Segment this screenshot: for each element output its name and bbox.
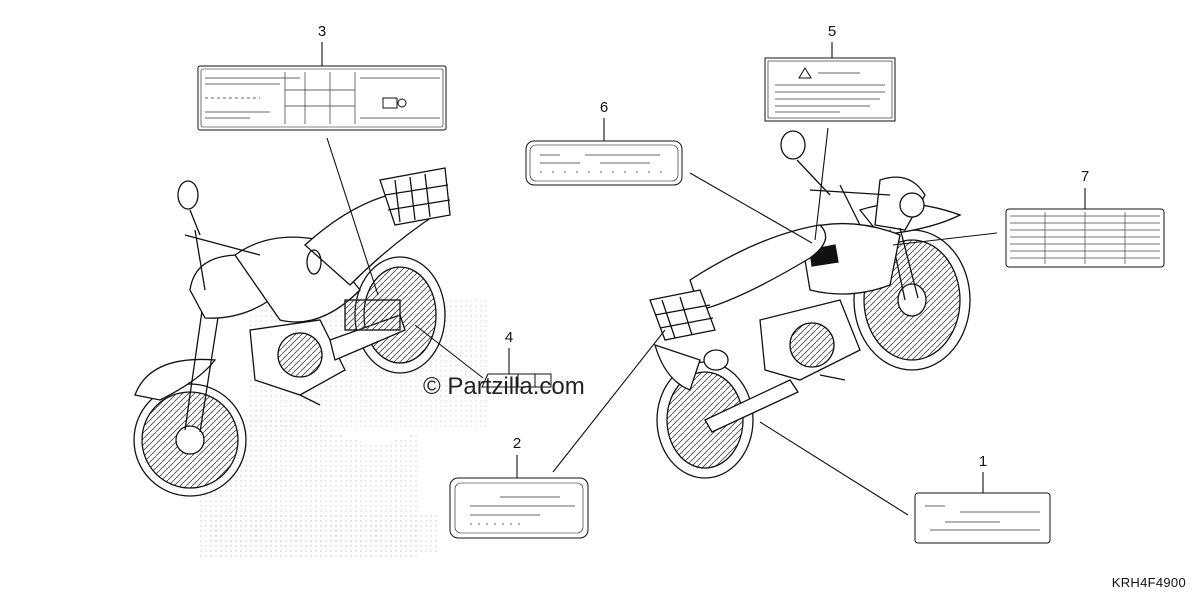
label-1-decal	[914, 492, 1051, 544]
callout-1: 1	[978, 453, 988, 470]
diagram-code: KRH4F4900	[1111, 575, 1186, 590]
label-5-decal	[764, 57, 896, 122]
callout-2: 2	[512, 435, 522, 452]
label-7-decal	[1005, 208, 1165, 268]
callout-4: 4	[504, 329, 514, 346]
callout-5: 5	[827, 23, 837, 40]
callout-3: 3	[317, 23, 327, 40]
motorcycle-right-view	[649, 130, 971, 479]
motorcycle-left-view	[133, 167, 451, 497]
label-4-decal	[481, 373, 552, 388]
label-3-decal	[197, 65, 447, 131]
label-6-decal	[525, 140, 683, 186]
callout-7: 7	[1080, 168, 1090, 185]
label-2-decal	[449, 477, 589, 539]
watermark-text: © Partzilla.com	[423, 373, 585, 400]
leader-lines	[321, 42, 1086, 516]
callout-6: 6	[599, 99, 609, 116]
